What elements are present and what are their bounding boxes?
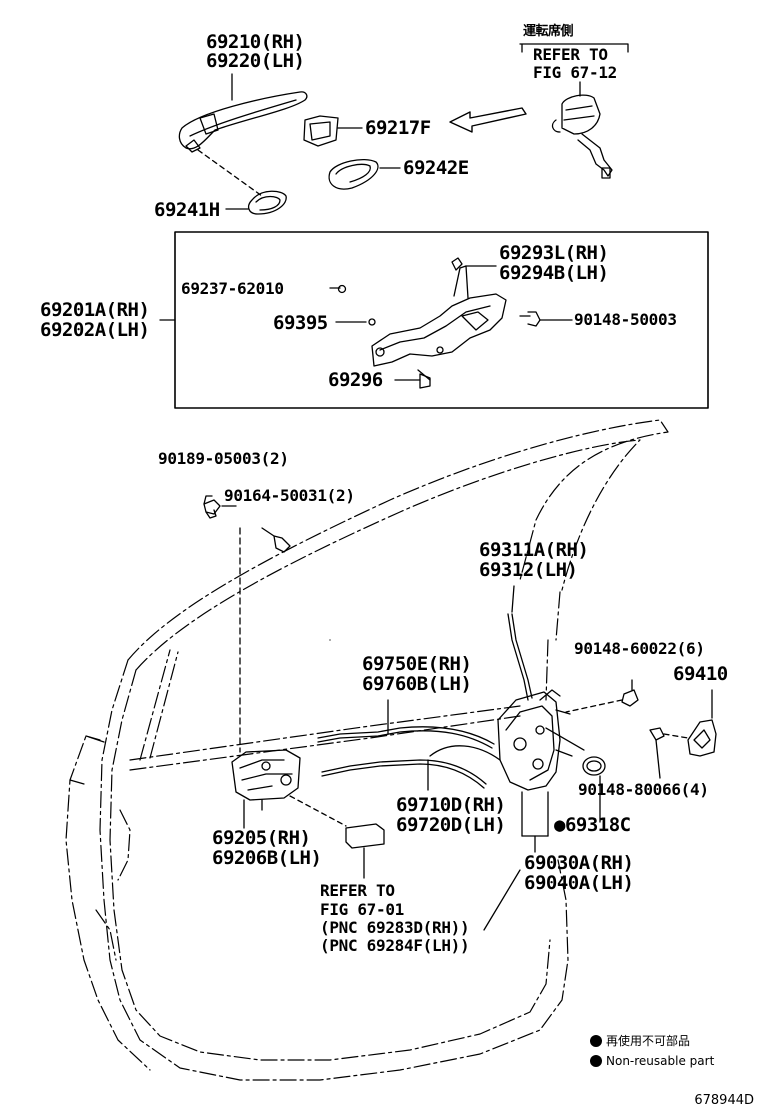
label-69040a: 69040A(LH): [524, 872, 634, 894]
washer-69318c: [582, 756, 606, 776]
label-90148-50003: 90148-50003: [574, 310, 677, 329]
outside-handle-drawing: [178, 73, 308, 153]
refer-pad-drawing: [345, 823, 385, 849]
door-lock-drawing: [497, 689, 573, 791]
leader-69241h-dash: [197, 149, 263, 197]
label-69237: 69237-62010: [181, 279, 284, 298]
label-refer-bot-3: (PNC 69283D(RH)): [320, 918, 470, 937]
label-69220: 69220(LH): [206, 50, 305, 72]
label-69210: 69210(RH): [206, 31, 305, 53]
label-refer-top-1: REFER TO: [533, 45, 608, 64]
lock-actuator-drawing: [231, 749, 347, 829]
label-69720d: 69720D(LH): [396, 814, 506, 836]
label-69217f: 69217F: [365, 117, 431, 139]
legend-row-jp: 再使用不可部品: [590, 1034, 690, 1048]
striker-69410: [687, 689, 717, 757]
bolt-90148-60022: [621, 689, 639, 707]
label-69296: 69296: [328, 369, 383, 391]
cover-69217f: [303, 115, 363, 147]
label-69760b: 69760B(LH): [362, 673, 472, 695]
direction-arrow: [449, 107, 527, 133]
cables-drawing: [317, 699, 501, 791]
label-69750e: 69750E(RH): [362, 653, 472, 675]
label-69395: 69395: [273, 312, 328, 334]
label-69312: 69312(LH): [479, 559, 578, 581]
label-refer-bot-4: (PNC 69284F(LH)): [320, 936, 470, 955]
label-90148-80066: 90148-80066(4): [578, 780, 709, 799]
label-refer-top-2: FIG 67-12: [533, 63, 617, 82]
label-69410: 69410: [673, 663, 728, 685]
label-69311a: 69311A(RH): [479, 539, 589, 561]
label-69241h: 69241H: [154, 199, 220, 221]
legend-text-jp: 再使用不可部品: [606, 1034, 691, 1048]
label-69030a: 69030A(RH): [524, 852, 634, 874]
screw-90148-80066: [649, 727, 665, 741]
frame-drawing: [371, 257, 507, 367]
label-69293l: 69293L(RH): [499, 242, 609, 264]
non-reusable-dot-icon: [590, 1035, 602, 1047]
non-reusable-dot-icon: [590, 1055, 602, 1067]
label-90148-60022: 90148-60022(6): [574, 639, 705, 658]
label-90164: 90164-50031(2): [224, 486, 355, 505]
figure-id: 678944D: [694, 1093, 754, 1108]
label-69201a: 69201A(RH): [40, 299, 150, 321]
pad-69241h: [247, 190, 287, 215]
lock-cylinder-drawing: [519, 43, 629, 179]
pad-69242e: [328, 158, 379, 190]
label-driver-side: 運転席側: [523, 24, 574, 39]
door-outline: [65, 419, 669, 1081]
label-refer-bot-2: FIG 67-01: [320, 900, 404, 919]
label-69206b: 69206B(LH): [212, 847, 322, 869]
label-90189: 90189-05003(2): [158, 449, 289, 468]
legend-row-en: Non-reusable part: [590, 1054, 714, 1068]
bolts-drawing: [203, 495, 291, 553]
label-refer-bot-1: REFER TO: [320, 881, 395, 900]
label-69205: 69205(RH): [212, 827, 311, 849]
rod-drawing: [507, 585, 533, 701]
legend-text-en: Non-reusable part: [606, 1054, 715, 1068]
label-69294b: 69294B(LH): [499, 262, 609, 284]
label-69710d: 69710D(RH): [396, 794, 506, 816]
label-69242e: 69242E: [403, 157, 469, 179]
label-69318c: ●69318C: [554, 814, 631, 836]
label-69202a: 69202A(LH): [40, 319, 150, 341]
